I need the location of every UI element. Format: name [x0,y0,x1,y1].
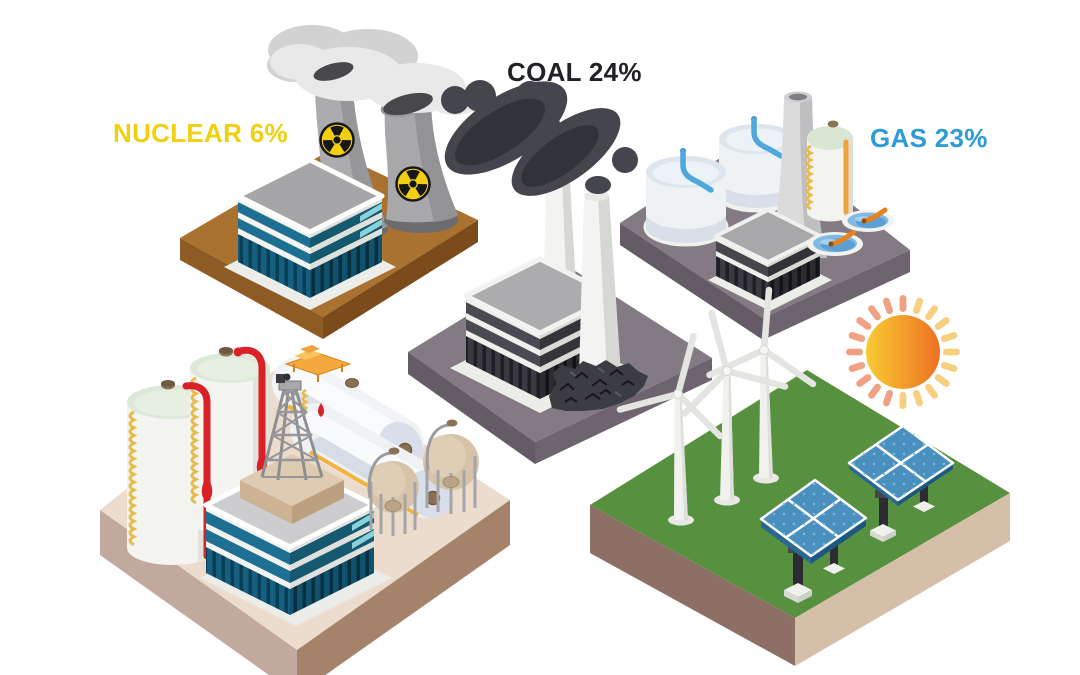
coil-pipe [190,376,200,505]
nuclear-label: NUCLEAR 6% [113,118,288,148]
blue-pipe [751,117,784,159]
spherical-tank [423,419,479,514]
gas-label: GAS 23% [870,123,988,153]
renewables-plot [590,286,1010,666]
pump-skid [284,345,359,417]
gas-building [714,208,822,302]
radiation-icon [395,166,431,202]
spherical-tank [367,447,419,536]
gas-storage-tank-back [719,116,795,208]
wind-turbine [616,332,724,526]
gas-process-tank [806,120,853,222]
smoke-plume [441,80,638,196]
coal-label: COAL 24% [507,57,642,87]
gas-plant: GAS 23% [620,91,988,340]
oil-refinery [100,345,510,675]
radiation-icon [319,122,355,158]
settling-pool [842,207,894,232]
sun-icon [846,295,960,409]
steam-cloud [267,25,482,116]
nuclear-plant: NUCLEAR 6% [113,25,482,339]
coil-pipe [128,410,138,546]
oil-derrick [260,373,324,481]
smokestack-right [579,191,621,384]
nuclear-building [235,157,385,298]
coal-plant: COAL 24% [408,57,712,464]
solar-panel-array [759,478,868,603]
blue-pipe [680,149,714,193]
coil-pipe [806,144,815,211]
solar-panel-array [847,424,955,542]
settling-pool [807,229,863,256]
gas-storage-tank-front [646,148,726,243]
coal-pile [549,360,648,411]
